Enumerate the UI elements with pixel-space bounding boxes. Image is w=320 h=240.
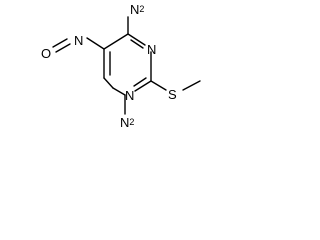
- bond-c4-c3junction: [103, 77, 114, 89]
- amine-bottom-label: N2: [120, 115, 134, 130]
- bond-nitroso-n-o: [55, 43, 71, 53]
- nitroso-n-label: N: [74, 33, 83, 48]
- ring-n-lower-label: N: [125, 88, 134, 103]
- chemical-structure-diagram: N2 N N N2 N O S: [41, 2, 201, 130]
- bond-c5-c6: [103, 33, 129, 50]
- bond-c5-nitroso-n: [86, 37, 105, 50]
- bond-c6-n1: [127, 33, 146, 46]
- bond-n3-c4: [112, 87, 126, 96]
- bond-nitroso-n-o-double: [52, 38, 68, 48]
- ring-n-upper-label: N: [147, 42, 156, 57]
- bond-s-methyl: [182, 80, 201, 91]
- bond-c2-n3: [134, 80, 152, 92]
- bond-c6-n1-double: [130, 39, 144, 49]
- bond-c2-n3-double: [133, 77, 147, 87]
- amine-top-label: N2: [130, 2, 144, 17]
- nitroso-o-label: O: [41, 46, 51, 61]
- bond-c2-s: [150, 80, 167, 91]
- thio-s-label: S: [168, 87, 177, 102]
